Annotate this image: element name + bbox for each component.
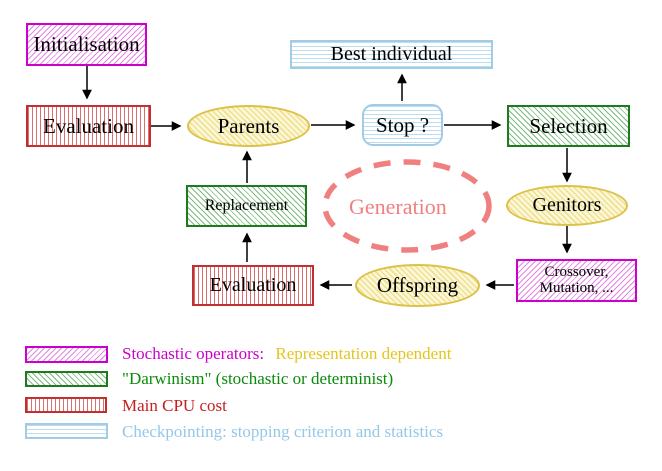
node-genitors: Genitors <box>506 185 628 226</box>
legend-swatch-cpu <box>25 397 107 413</box>
node-evaluation-top-label: Evaluation <box>43 113 134 138</box>
node-offspring: Offspring <box>355 264 480 307</box>
legend-label-darwinism: "Darwinism" (stochastic or determinist) <box>122 369 394 388</box>
legend-label-checkpointing: Checkpointing: stopping criterion and st… <box>122 422 444 441</box>
node-crossover-label: Crossover, <box>544 263 609 280</box>
legend-label-stochastic: Stochastic operators: Representation dep… <box>122 344 451 364</box>
legend-swatch-stochastic <box>25 346 108 363</box>
node-selection: Selection <box>507 105 630 147</box>
legend-label-representation-text: Representation dependent <box>275 344 452 363</box>
node-replacement: Replacement <box>186 185 307 227</box>
generation-label: Generation <box>349 194 447 219</box>
node-initialisation-label: Initialisation <box>33 32 140 57</box>
node-best-individual: Best individual <box>290 40 493 69</box>
node-initialisation: Initialisation <box>26 23 147 66</box>
node-mutation-label: Mutation, ... <box>539 279 614 296</box>
legend-label-stochastic-text: Stochastic operators: <box>122 344 265 363</box>
legend-swatch-darwinism <box>25 371 108 387</box>
node-stop-label: Stop ? <box>375 112 430 137</box>
node-parents-label: Parents <box>217 113 280 138</box>
node-evaluation-bottom: Evaluation <box>192 265 314 306</box>
node-evaluation-bottom-label: Evaluation <box>209 274 297 296</box>
legend-swatch-checkpointing <box>25 423 108 439</box>
node-replacement-label: Replacement <box>204 196 289 214</box>
node-parents: Parents <box>187 105 310 147</box>
node-offspring-label: Offspring <box>376 273 459 298</box>
node-best-individual-label: Best individual <box>330 43 453 65</box>
node-selection-label: Selection <box>529 113 608 138</box>
legend-label-cpu: Main CPU cost <box>122 396 227 415</box>
node-crossover-mutation: Crossover, Mutation, ... <box>516 259 637 302</box>
node-evaluation-top: Evaluation <box>26 105 151 147</box>
node-stop: Stop ? <box>362 104 443 146</box>
node-genitors-label: Genitors <box>532 194 602 216</box>
